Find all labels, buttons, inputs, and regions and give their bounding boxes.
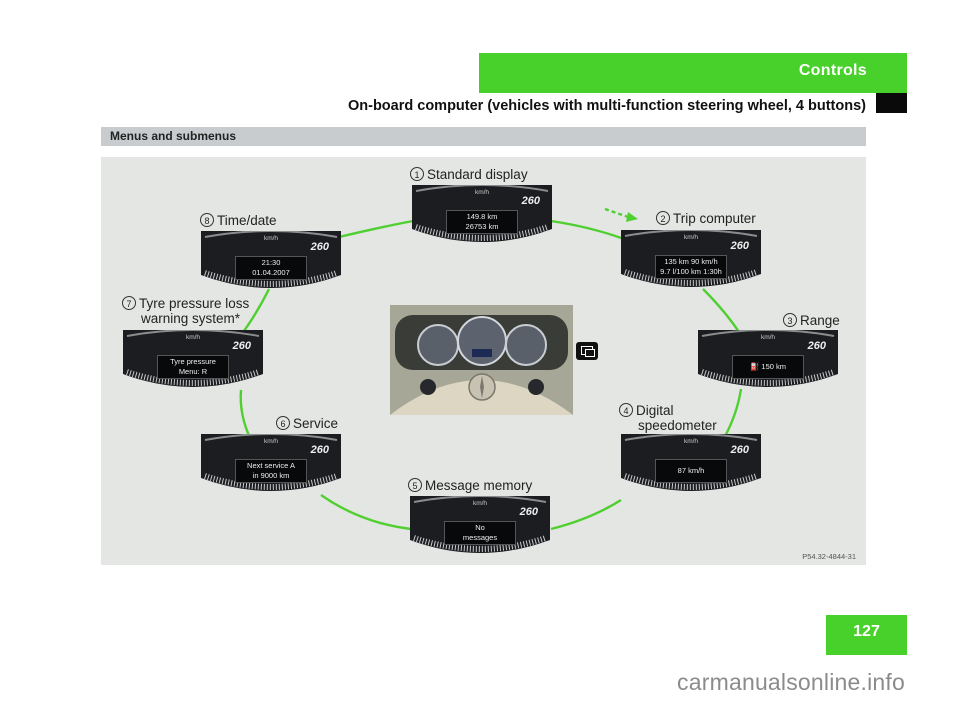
connector-lines	[239, 207, 743, 531]
black-tab-marker	[876, 93, 907, 113]
section-title: Menus and submenus	[110, 129, 237, 143]
instrument-cluster-photo	[390, 305, 573, 415]
controls-tab: Controls	[479, 53, 907, 93]
page-number: 127	[853, 623, 880, 640]
page-subtitle: On-board computer (vehicles with multi-f…	[347, 98, 866, 114]
controls-tab-label: Controls	[798, 62, 867, 79]
page-number-tab: 127	[826, 615, 907, 655]
display-button-icon	[576, 342, 598, 360]
section-header: Menus and submenus	[101, 127, 866, 146]
watermark: carmanualsonline.info	[677, 669, 905, 695]
lcd-range: ⛽ 150 km	[732, 355, 804, 379]
lcd-digital-speedometer: 87 km/h	[655, 459, 727, 483]
figure-code: P54.32-4844-31	[802, 552, 856, 561]
